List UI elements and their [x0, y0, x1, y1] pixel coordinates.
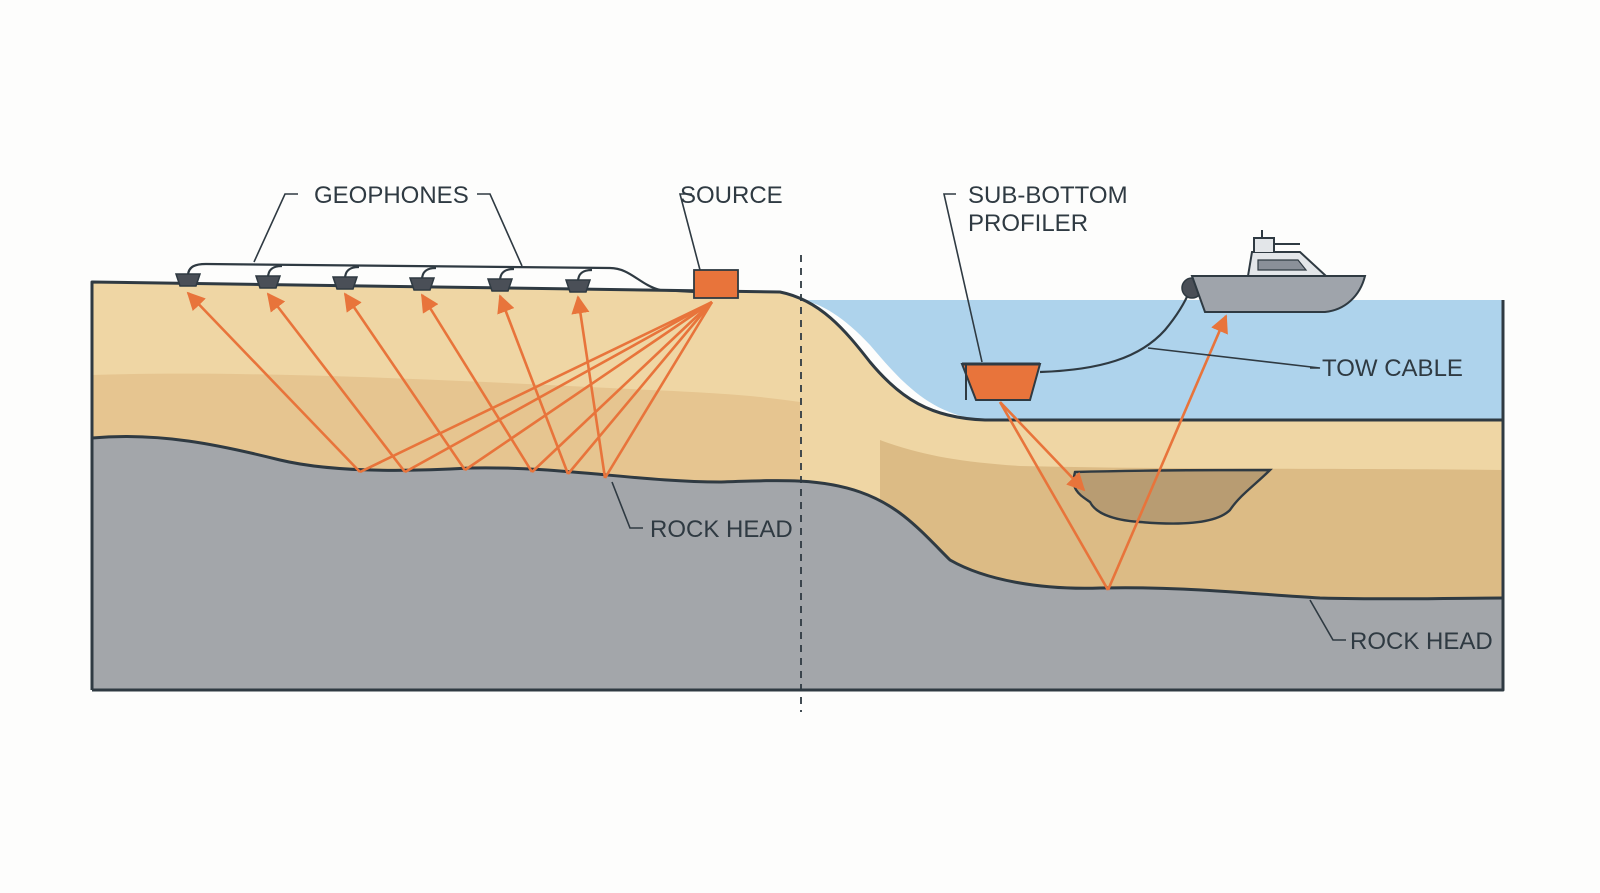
reflected-rays: [186, 291, 607, 479]
geophone-icon: [254, 275, 282, 289]
geophone-icon: [408, 277, 436, 291]
label-rock-head-right: ROCK HEAD: [1350, 628, 1493, 655]
label-tow-cable: TOW CABLE: [1322, 355, 1463, 382]
geophones: [174, 273, 592, 293]
rock-layer: [92, 436, 1503, 690]
source-box-icon: [693, 269, 739, 299]
sub-bottom-profiler-icon: [960, 362, 1042, 401]
label-sub-bottom-line1: SUB-BOTTOM: [968, 182, 1128, 209]
label-rock-head-left: ROCK HEAD: [650, 516, 793, 543]
profiler-rays: [998, 314, 1228, 591]
boat-icon: [1181, 230, 1367, 313]
geophone-cable: [186, 262, 697, 294]
section-frame: [92, 300, 1505, 692]
geophone-icon: [486, 278, 514, 292]
rock-head-boundary: [91, 435, 1504, 601]
geophone-icon: [564, 279, 592, 293]
label-sub-bottom-line2: PROFILER: [968, 210, 1088, 237]
label-geophones: GEOPHONES: [314, 182, 469, 209]
label-source: SOURCE: [680, 182, 783, 209]
tow-cable: [1039, 289, 1192, 374]
ground-layers: [90, 280, 1505, 692]
sediment-pocket: [1072, 468, 1273, 525]
source-rays: [359, 300, 714, 479]
leader-lines: [253, 193, 1346, 641]
geophone-icon: [331, 276, 359, 290]
geophone-icon: [174, 273, 202, 287]
